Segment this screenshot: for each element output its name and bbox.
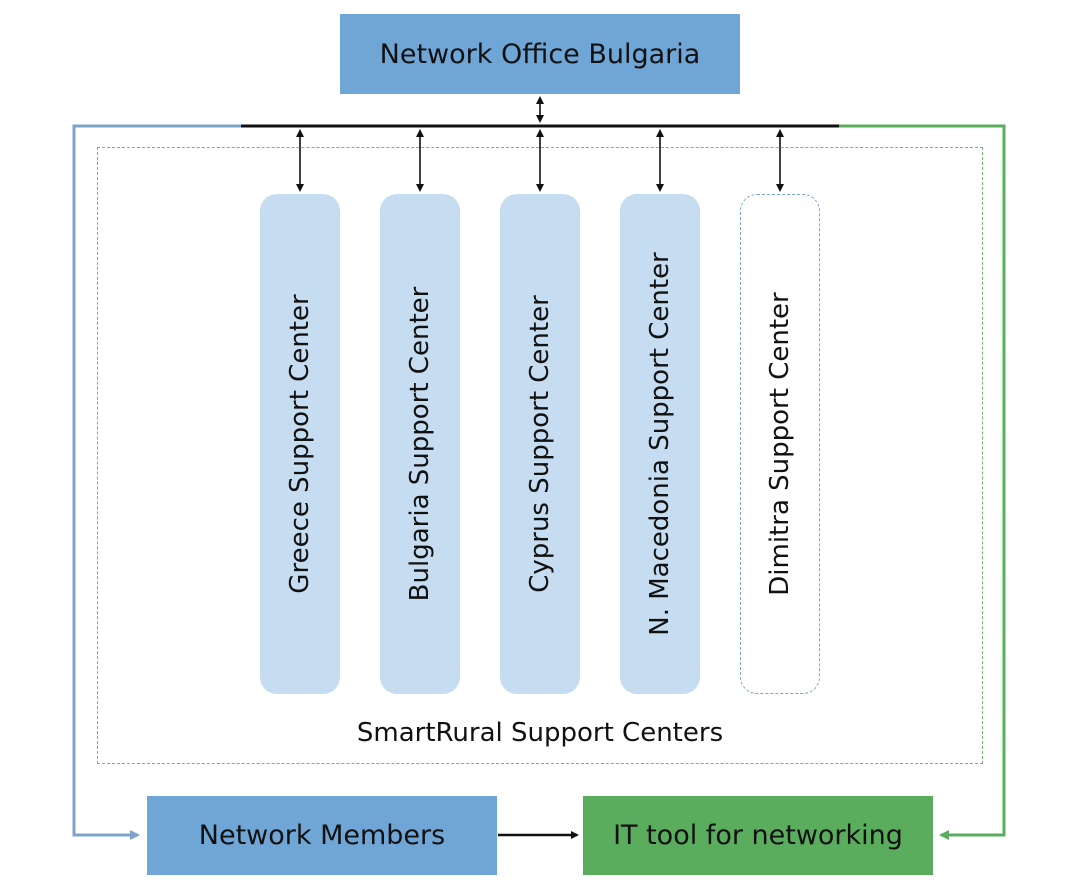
support-centers-region [97, 147, 983, 764]
network-office-box: Network Office Bulgaria [340, 14, 740, 94]
support-center-cyprus-label: Cyprus Support Center [525, 295, 555, 593]
network-office-label: Network Office Bulgaria [379, 38, 701, 70]
support-center-dimitra: Dimitra Support Center [740, 194, 820, 694]
it-tool-box: IT tool for networking [583, 796, 933, 875]
network-members-box: Network Members [147, 796, 497, 875]
support-center-bulgaria-label: Bulgaria Support Center [405, 286, 435, 602]
it-tool-label: IT tool for networking [613, 820, 903, 851]
support-center-macedonia-label: N. Macedonia Support Center [645, 252, 675, 636]
blue-feedback-line [72, 124, 241, 840]
support-centers-group-label: SmartRural Support Centers [356, 718, 724, 748]
support-center-dimitra-label: Dimitra Support Center [765, 292, 795, 596]
support-center-macedonia: N. Macedonia Support Center [620, 194, 700, 694]
support-center-greece-label: Greece Support Center [285, 294, 315, 594]
support-center-cyprus: Cyprus Support Center [500, 194, 580, 694]
support-center-greece: Greece Support Center [260, 194, 340, 694]
network-members-label: Network Members [198, 820, 446, 851]
green-feedback-line [839, 124, 1006, 840]
support-center-bulgaria: Bulgaria Support Center [380, 194, 460, 694]
